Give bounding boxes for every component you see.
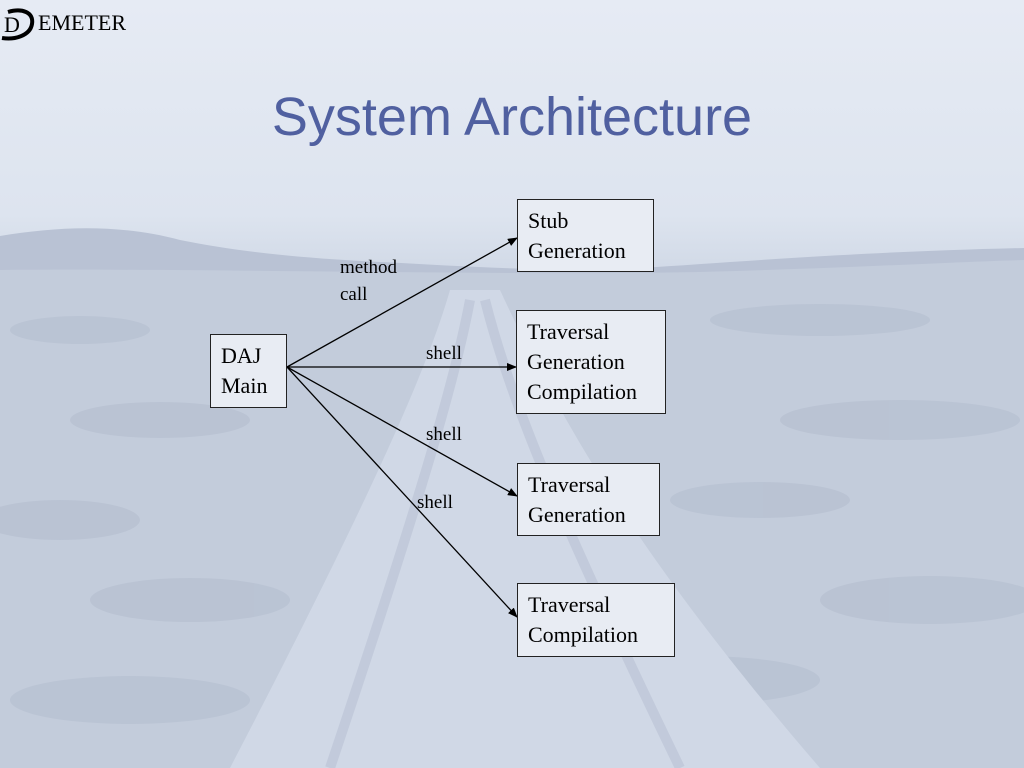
edge-label-method: method xyxy=(340,257,397,278)
node-tg-line1: Traversal xyxy=(528,472,611,497)
node-daj-main: DAJ Main xyxy=(210,334,287,408)
demeter-logo: D EMETER xyxy=(0,6,126,42)
node-daj-main-line1: DAJ xyxy=(221,343,262,368)
node-tc-line1: Traversal xyxy=(528,592,611,617)
edge-label-method-call: method call xyxy=(340,254,397,308)
arrow-to-stub-generation xyxy=(286,237,518,368)
node-stub-generation-line1: Stub xyxy=(528,208,569,233)
node-traversal-generation: Traversal Generation xyxy=(517,463,660,536)
edge-label-shell-1: shell xyxy=(426,343,462,364)
node-daj-main-line2: Main xyxy=(221,373,268,398)
node-stub-generation: Stub Generation xyxy=(517,199,654,272)
node-traversal-compilation: Traversal Compilation xyxy=(517,583,675,657)
node-traversal-generation-compilation: Traversal Generation Compilation xyxy=(516,310,666,414)
edge-label-shell-2: shell xyxy=(426,424,462,445)
demeter-logo-mark: D xyxy=(1,8,35,41)
edge-label-call: call xyxy=(340,284,368,305)
node-tc-line2: Compilation xyxy=(528,622,638,647)
page-title: System Architecture xyxy=(271,87,753,147)
node-tgc-line1: Traversal xyxy=(527,319,610,344)
logo-initial: D xyxy=(4,12,20,37)
arrow-to-traversal-generation xyxy=(286,366,518,497)
node-tg-line2: Generation xyxy=(528,502,626,527)
node-stub-generation-line2: Generation xyxy=(528,238,626,263)
node-tgc-line2: Generation xyxy=(527,349,625,374)
edge-label-shell-3: shell xyxy=(417,492,453,513)
logo-text: EMETER xyxy=(38,10,126,35)
arrow-to-traversal-compilation xyxy=(286,366,518,618)
node-tgc-line3: Compilation xyxy=(527,379,637,404)
